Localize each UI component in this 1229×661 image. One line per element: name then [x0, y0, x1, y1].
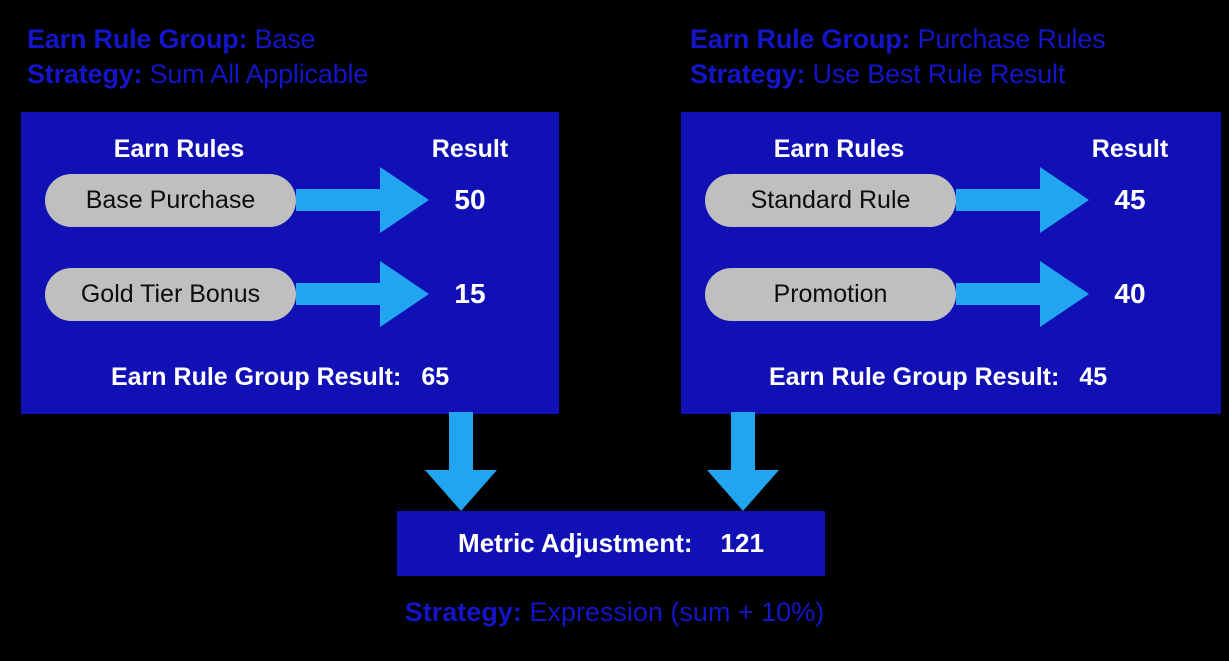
column-header-result: Result	[1091, 135, 1169, 163]
rule-pill-base-purchase[interactable]: Base Purchase	[45, 174, 296, 227]
earn-rule-group-header-purchase-rules: Earn Rule Group: Purchase Rules Strategy…	[690, 22, 1106, 92]
down-block-arrow-icon-left	[423, 412, 499, 512]
rule-name: Gold Tier Bonus	[80, 280, 261, 308]
group-strategy-line: Strategy: Use Best Rule Result	[690, 59, 1066, 89]
rule-name: Standard Rule	[750, 186, 911, 214]
rule-name: Promotion	[773, 280, 888, 308]
earn-rule-group-header-base: Earn Rule Group: Base Strategy: Sum All …	[27, 22, 368, 92]
earn-rule-group-panel-purchase-rules: Earn Rules Result Standard Rule 45 Promo…	[681, 112, 1221, 414]
right-block-arrow-icon	[296, 165, 431, 235]
metric-strategy-caption: Strategy: Expression (sum + 10%)	[404, 597, 825, 627]
rule-pill-gold-tier-bonus[interactable]: Gold Tier Bonus	[45, 268, 296, 321]
right-block-arrow-icon	[296, 259, 431, 329]
group-value: Purchase Rules	[917, 24, 1106, 54]
group-label: Earn Rule Group	[690, 24, 902, 54]
rule-pill-promotion[interactable]: Promotion	[705, 268, 956, 321]
group-result-label: Earn Rule Group Result:	[111, 363, 402, 391]
column-header-result: Result	[431, 135, 509, 163]
rule-pill-standard-rule[interactable]: Standard Rule	[705, 174, 956, 227]
rule-result-value: 40	[1114, 278, 1146, 309]
group-name-line: Earn Rule Group: Purchase Rules	[690, 24, 1106, 54]
group-result-label: Earn Rule Group Result:	[769, 363, 1060, 391]
metric-adjustment-value: 121	[720, 528, 764, 558]
earn-rule-group-result-row: Earn Rule Group Result: 45	[769, 362, 1107, 392]
strategy-label: Strategy	[404, 597, 513, 627]
group-label: Earn Rule Group	[27, 24, 239, 54]
strategy-label: Strategy	[27, 59, 134, 89]
group-result-value: 65	[421, 363, 450, 391]
down-block-arrow-icon-right	[705, 412, 781, 512]
group-result-value: 45	[1079, 363, 1108, 391]
right-block-arrow-icon	[956, 165, 1091, 235]
rule-result-value: 15	[454, 278, 486, 309]
strategy-value: Expression (sum + 10%)	[529, 597, 825, 627]
earn-rule-group-panel-base: Earn Rules Result Base Purchase 50 Gold …	[21, 112, 559, 414]
strategy-value: Sum All Applicable	[149, 59, 369, 89]
rule-name: Base Purchase	[85, 186, 256, 214]
group-name-line: Earn Rule Group: Base	[27, 24, 316, 54]
column-header-earn-rules: Earn Rules	[113, 135, 245, 163]
earn-rule-group-result-row: Earn Rule Group Result: 65	[111, 362, 449, 392]
strategy-label: Strategy	[690, 59, 797, 89]
group-value: Base	[254, 24, 316, 54]
column-header-earn-rules: Earn Rules	[773, 135, 905, 163]
rule-result-value: 50	[454, 184, 486, 215]
right-block-arrow-icon	[956, 259, 1091, 329]
rule-result-value: 45	[1114, 184, 1146, 215]
metric-adjustment-box: Metric Adjustment: 121	[397, 511, 825, 576]
metric-adjustment-label: Metric Adjustment:	[458, 528, 693, 558]
group-strategy-line: Strategy: Sum All Applicable	[27, 59, 369, 89]
strategy-value: Use Best Rule Result	[812, 59, 1066, 89]
